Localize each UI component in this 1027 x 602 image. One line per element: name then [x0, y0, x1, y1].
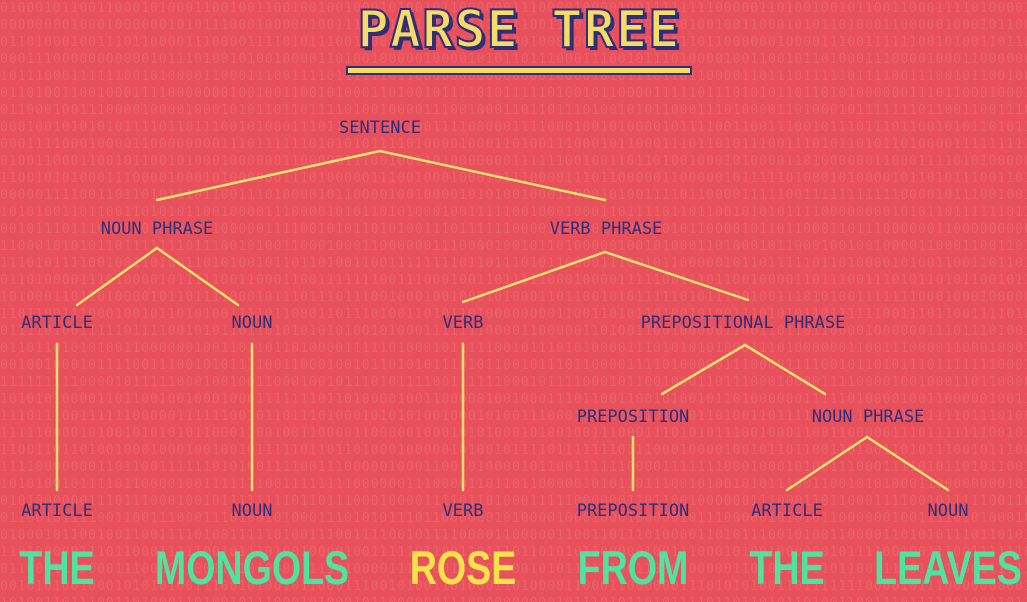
sentence-word: ROSE [409, 541, 517, 594]
leaf-preposition: PREPOSITION [576, 501, 690, 521]
edge-prepositional-phrase-to-noun-phrase [743, 343, 827, 396]
edge-verb-phrase-to-prepositional-phrase [603, 250, 750, 302]
edge-sentence-to-verb-phrase [378, 149, 607, 202]
edge-noun-phrase-to-leaf-article [785, 435, 869, 492]
edge-sentence-to-noun-phrase [155, 149, 382, 202]
edge-verb-phrase-to-verb [461, 250, 607, 304]
node-noun: NOUN [231, 313, 273, 333]
edge-prepositional-phrase-to-preposition [660, 343, 747, 396]
node-verb-phrase: VERB PHRASE [549, 219, 663, 239]
sentence-word: MONGOLS [154, 541, 350, 594]
edge-noun-phrase-to-leaf-noun [865, 435, 950, 492]
node-preposition: PREPOSITION [576, 407, 690, 427]
edge-noun-phrase-to-noun [155, 246, 240, 307]
leaf-article-2: ARTICLE [751, 501, 823, 521]
edge-noun-phrase-to-article [75, 246, 159, 307]
leaf-verb: VERB [442, 501, 484, 521]
leaf-article: ARTICLE [21, 501, 93, 521]
title-underline [346, 66, 692, 75]
sentence-word: LEAVES [874, 541, 1022, 594]
node-sentence: SENTENCE [339, 118, 421, 138]
leaf-noun: NOUN [231, 501, 273, 521]
sentence-word: FROM [577, 541, 689, 594]
node-verb: VERB [442, 313, 484, 333]
node-noun-phrase: NOUN PHRASE [100, 219, 214, 239]
node-article: ARTICLE [21, 313, 93, 333]
sentence-word: THE [749, 541, 825, 594]
node-prepositional-phrase: PREPOSITIONAL PHRASE [640, 313, 846, 333]
sentence-word: THE [19, 541, 95, 594]
page-title: PARSE TREE [356, 0, 681, 60]
leaf-noun-2: NOUN [927, 501, 969, 521]
node-noun-phrase-2: NOUN PHRASE [811, 407, 925, 427]
